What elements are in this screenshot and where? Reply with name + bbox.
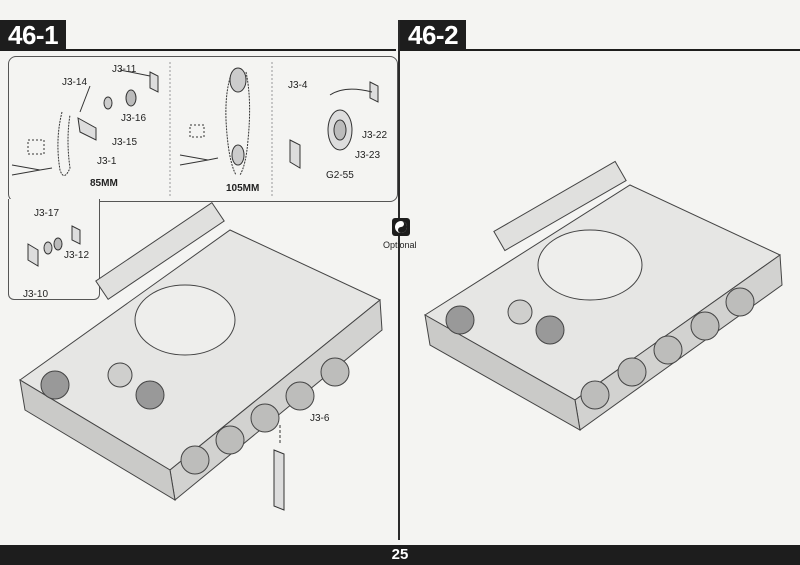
step-rule-left (0, 49, 396, 51)
part-label-j3-16: J3-16 (121, 113, 147, 124)
part-label-j3-1: J3-1 (97, 156, 117, 167)
footer-bar (0, 545, 800, 565)
step-rule-right (400, 49, 800, 51)
page-number: 25 (391, 546, 409, 563)
optional-label: Optional (383, 240, 417, 250)
length-label-85mm: 85MM (90, 178, 118, 189)
part-label-j3-15: J3-15 (112, 137, 138, 148)
part-label-g2-55: G2-55 (326, 170, 354, 181)
part-label-j3-4: J3-4 (288, 80, 308, 91)
part-label-j3-17: J3-17 (34, 208, 60, 219)
page-divider (398, 20, 400, 540)
step-number-46-1: 46-1 (0, 20, 67, 50)
part-label-j3-12: J3-12 (64, 250, 90, 261)
part-label-j3-11: J3-11 (112, 64, 137, 75)
part-label-j3-22: J3-22 (362, 130, 388, 141)
part-label-j3-6: J3-6 (310, 413, 330, 424)
step-number-46-2: 46-2 (400, 20, 467, 50)
length-label-105mm: 105MM (226, 183, 260, 194)
yin-yang-icon (392, 218, 410, 236)
part-label-j3-23: J3-23 (355, 150, 381, 161)
callout-box-j3-10 (8, 199, 100, 300)
part-label-j3-14: J3-14 (62, 77, 88, 88)
part-label-j3-10: J3-10 (23, 289, 49, 300)
